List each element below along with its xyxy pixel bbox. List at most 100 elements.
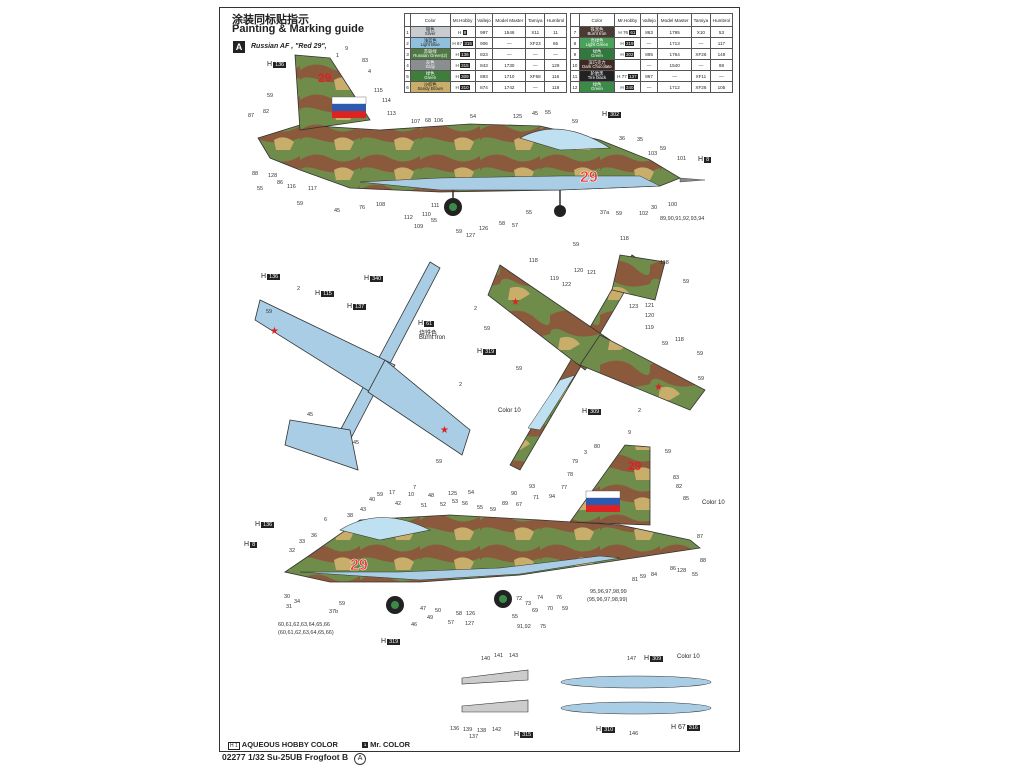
callout: 116 [287, 184, 296, 190]
callout: 49 [427, 615, 433, 621]
svg-text:★: ★ [654, 382, 663, 393]
color-10-label: Color 10 [702, 500, 725, 506]
callout: 118 [660, 260, 669, 266]
callout: 59 [573, 242, 579, 248]
callout: 40 [369, 497, 375, 503]
callout: 30 [651, 205, 657, 211]
callout: 112 [404, 215, 413, 221]
callout: 54 [470, 114, 476, 120]
callout: 46 [411, 622, 417, 628]
callout: 59 [456, 229, 462, 235]
color-10-label: Color 10 [498, 408, 521, 414]
color-name-zh: 亮绿色 [590, 38, 604, 43]
callout: 70 [547, 606, 553, 612]
callout: 45 [532, 111, 538, 117]
callout: 142 [492, 727, 501, 733]
callout: 59 [697, 351, 703, 357]
callout: 94 [549, 494, 555, 500]
callout: 114 [382, 98, 391, 104]
callout: (60,61,62,63,64,65,66) [278, 630, 334, 636]
callout: 109 [414, 224, 423, 230]
cell-tamiya: XF26 [690, 81, 711, 93]
callout: 78 [567, 472, 573, 478]
cell-humbrol: 118 [544, 81, 567, 93]
kit-code: 02277 1/32 Su-25UB Frogfoot B [222, 752, 349, 762]
page-title: Painting & Marking guide [232, 23, 365, 35]
callout: 76 [359, 205, 365, 211]
callout: 118 [620, 236, 629, 242]
color-name-zh: 浅蓝色 [423, 38, 437, 43]
callout: 86 [277, 180, 283, 186]
callout: 95,96,97,98,99 [590, 589, 627, 595]
page-title-chinese: 涂装同标贴指示 [232, 13, 309, 26]
aqueous-icon: H 1 [228, 742, 240, 750]
callout: 42 [395, 501, 401, 507]
nose-number: 29 [580, 169, 598, 186]
callout: 59 [665, 449, 671, 455]
callout: 56 [462, 501, 468, 507]
scheme-badge: A [233, 41, 245, 53]
callout: 51 [421, 503, 427, 509]
mr-hobby-code: H 340 [614, 81, 641, 93]
callout: 119 [550, 276, 559, 282]
cell-mm: 1742 [492, 81, 527, 93]
callout: 118 [529, 258, 538, 264]
color-name: Dark Chocolate [582, 64, 612, 69]
callout: 59 [297, 201, 303, 207]
callout: 103 [648, 151, 657, 157]
callout: 43 [360, 507, 366, 513]
callout: 128 [268, 173, 277, 179]
callout: 83 [362, 58, 368, 64]
callout: 80 [594, 444, 600, 450]
callout: 101 [677, 156, 686, 162]
callout: 59 [490, 507, 496, 513]
callout: 4 [368, 69, 371, 75]
callout: 87 [697, 534, 703, 540]
color-name: Light Blue [420, 42, 440, 47]
callout: 85 [683, 496, 689, 502]
callout: 82 [676, 484, 682, 490]
callout: 1 [336, 53, 339, 59]
callout: 7 [413, 485, 416, 491]
callout: 88 [700, 558, 706, 564]
color-name: Russian Green(2) [413, 53, 448, 58]
nose-number-bottom: 29 [350, 557, 368, 574]
callout: 45 [334, 208, 340, 214]
callout: 60,61,62,63,64,65,66 [278, 622, 330, 628]
callout: 30 [284, 594, 290, 600]
callout: 34 [294, 599, 300, 605]
callout: 59 [616, 211, 622, 217]
callout: 59 [640, 574, 646, 580]
callout: 37a [600, 210, 610, 216]
callout: 59 [562, 606, 568, 612]
callout: 128 [677, 568, 686, 574]
callout: 89 [502, 501, 508, 507]
tail-number: 29 [318, 71, 332, 85]
svg-text:★: ★ [511, 297, 520, 308]
callout: 9 [628, 430, 631, 436]
callout: 147 [627, 656, 636, 662]
color-name: Burnt Iron [587, 31, 607, 36]
callout: 87 [248, 113, 254, 119]
callout: 59 [484, 326, 490, 332]
color-name-zh: 苏联绿 [423, 49, 437, 54]
color-name-zh: 银色 [425, 27, 435, 32]
col-humbrol: Humbrol [544, 13, 567, 27]
callout: 127 [466, 233, 475, 239]
callout: 17 [389, 490, 395, 496]
callout: 57 [512, 223, 518, 229]
color-name-zh: 轮胎黑 [590, 71, 604, 76]
callout: 123 [629, 304, 638, 310]
callout: 136 [450, 726, 459, 732]
callout: 35 [637, 137, 643, 143]
callout: 55 [512, 614, 518, 620]
